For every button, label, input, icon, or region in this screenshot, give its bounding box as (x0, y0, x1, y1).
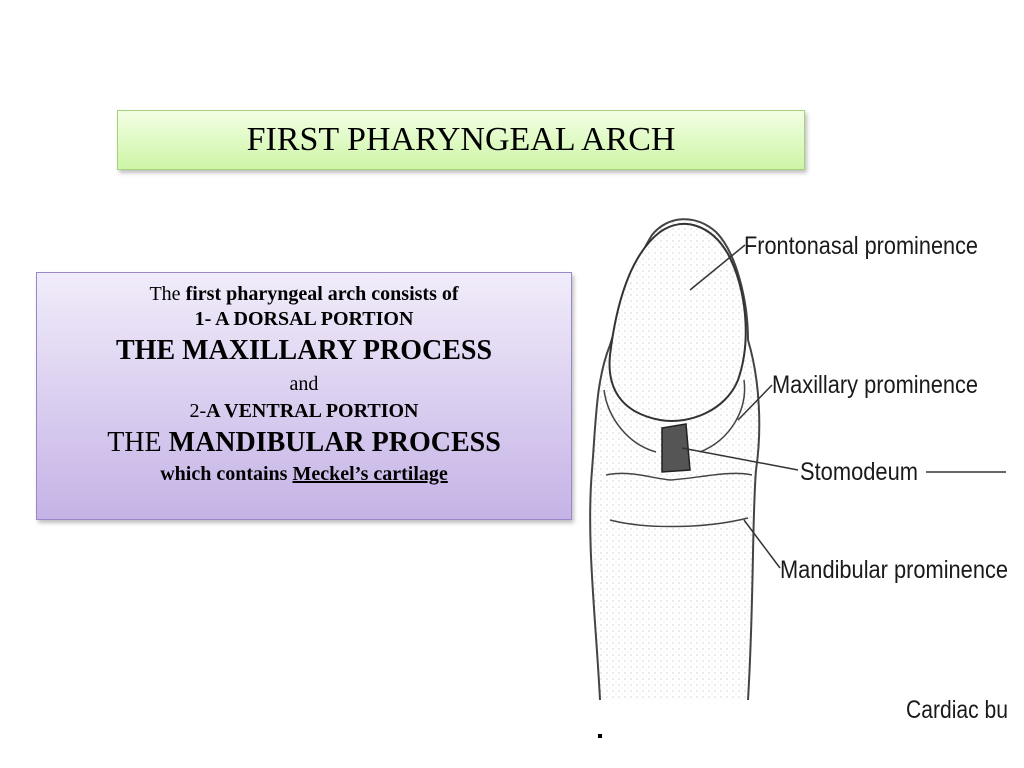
label-stomodeum: Stomodeum (800, 458, 918, 486)
info-line-2: 1- A DORSAL PORTION (194, 308, 414, 330)
info-line-1-prefix: The (149, 283, 186, 305)
info-line-6: THE MANDIBULAR PROCESS (37, 427, 571, 459)
slide-title: FIRST PHARYNGEAL ARCH (246, 121, 676, 158)
label-mandibular: Mandibular prominence (780, 556, 1008, 584)
info-line-1-bold: first pharyngeal arch consists of (185, 283, 459, 305)
frontonasal-leader (689, 244, 746, 291)
info-line-1: The first pharyngeal arch consists of (37, 283, 571, 306)
info-line-7-prefix: which contains (160, 463, 293, 486)
meckel-cartilage-link[interactable]: Meckel’s cartilage (292, 463, 448, 486)
info-line-3: THE MAXILLARY PROCESS (115, 335, 493, 366)
maxillary-right-shape (699, 379, 746, 453)
label-cardiac: Cardiac bu (906, 696, 1008, 724)
stomodeum-shape (661, 423, 691, 473)
maxillary-leader (737, 384, 773, 421)
info-line-5-bold: A VENTRAL PORTION (206, 400, 419, 423)
mandibular-shape (605, 472, 753, 528)
info-line-6-prefix: THE (107, 427, 169, 459)
info-line-5: 2-A VENTRAL PORTION (37, 400, 571, 423)
mandibular-leader (743, 519, 781, 569)
label-maxillary: Maxillary prominence (772, 371, 978, 399)
frontonasal-shape (608, 222, 747, 422)
stomodeum-leader (681, 447, 799, 471)
stray-dot (598, 734, 602, 738)
info-line-4: and (289, 373, 319, 396)
info-line-7: which contains Meckel’s cartilage (37, 463, 571, 486)
info-box: The first pharyngeal arch consists of 1-… (36, 272, 572, 520)
maxillary-left-shape (603, 389, 657, 453)
label-frontonasal: Frontonasal prominence (744, 232, 978, 260)
title-box: FIRST PHARYNGEAL ARCH (117, 110, 805, 170)
info-line-5-prefix: 2- (189, 400, 207, 423)
info-line-6-bold: MANDIBULAR PROCESS (168, 427, 501, 459)
embryo-figure: Frontonasal prominence Maxillary promine… (589, 218, 1008, 738)
